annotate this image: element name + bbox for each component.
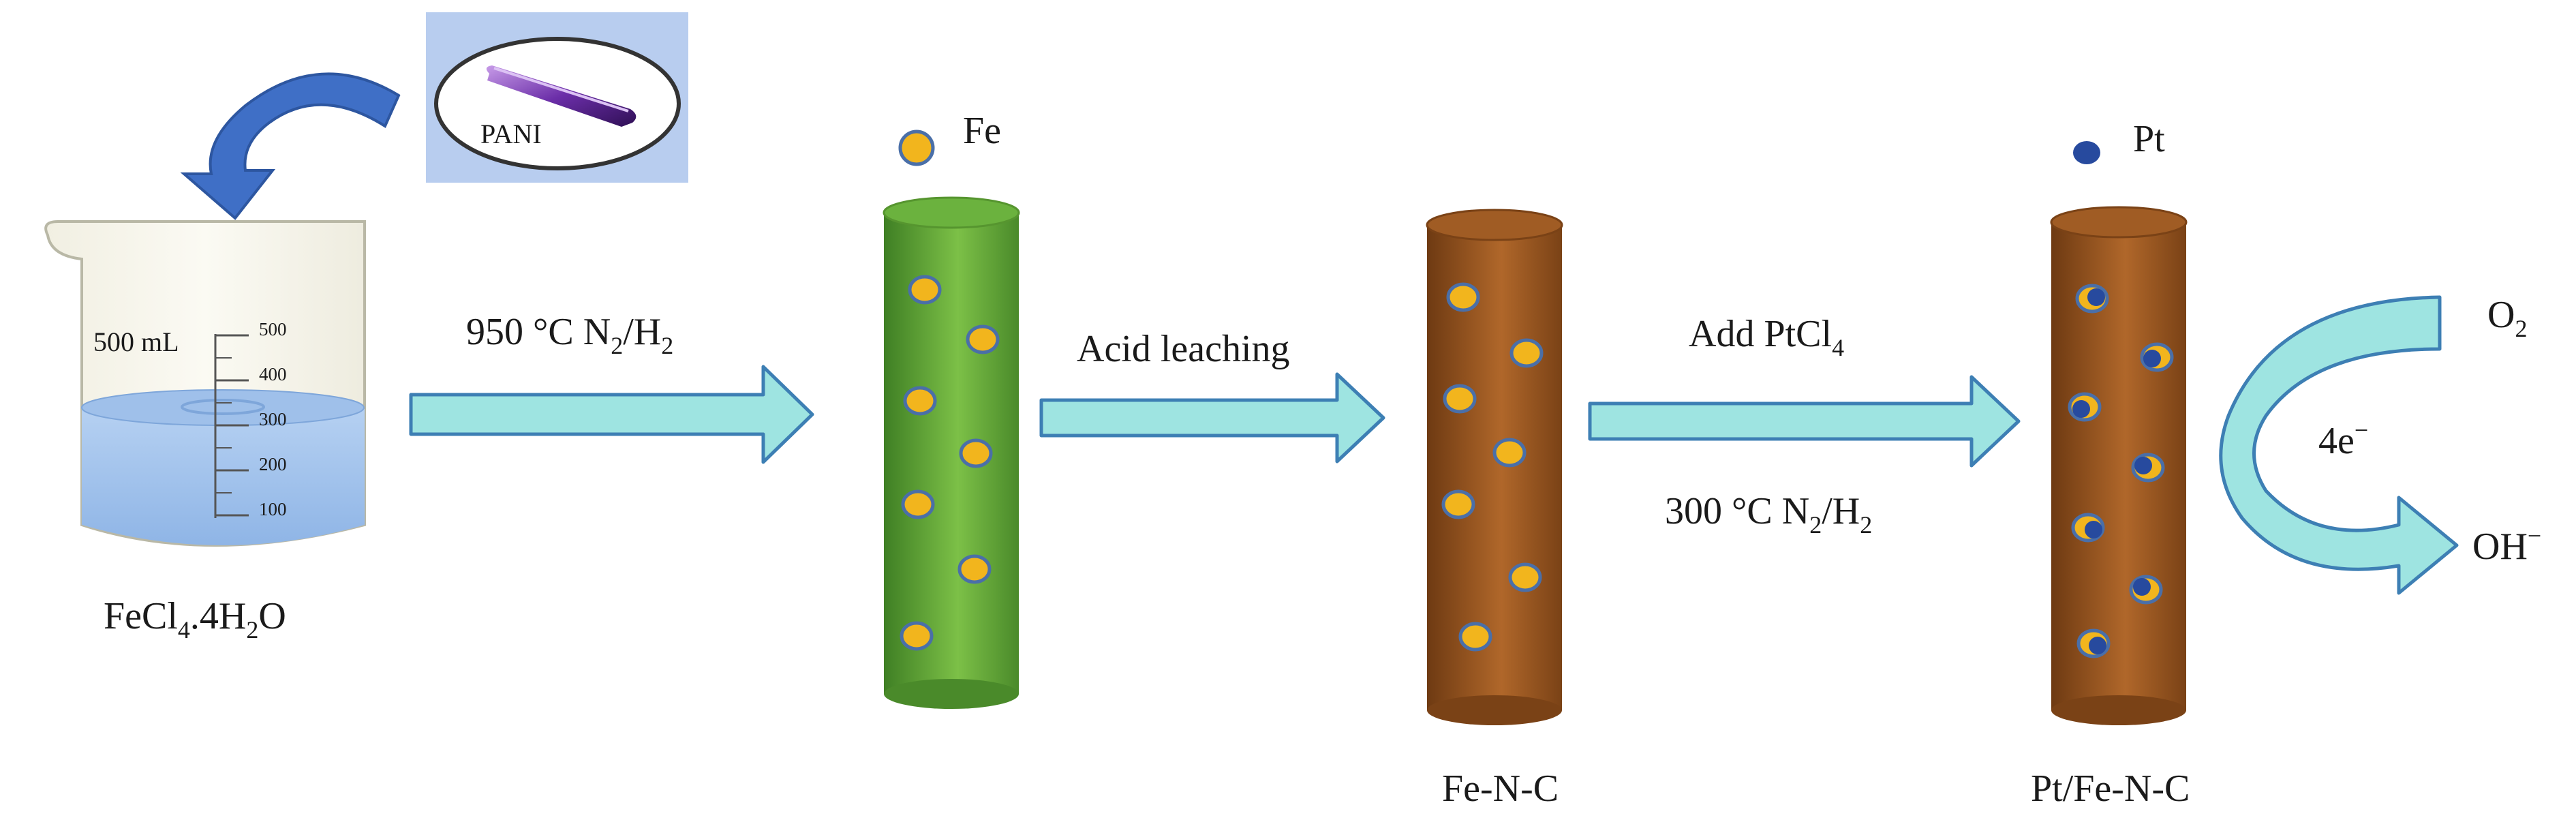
- beaker-volume-label: 500 mL: [93, 327, 179, 357]
- tick-100: 100: [259, 499, 287, 519]
- beaker-formula: FeCl4.4H2O: [104, 595, 286, 643]
- tick-500: 500: [259, 319, 287, 339]
- fe-n-c-label: Fe-N-C: [1442, 768, 1559, 810]
- tick-400: 400: [259, 364, 287, 384]
- fe-particle: [1492, 438, 1527, 468]
- pt-fe-n-c-label: Pt/Fe-N-C: [2031, 768, 2190, 810]
- fe-particle: [957, 554, 992, 584]
- orr-reactant: O2: [2487, 294, 2527, 342]
- orr-product: OH−: [2472, 522, 2541, 568]
- step1-condition: 950 °C N2/H2: [466, 311, 673, 359]
- pt-fe-particle: [2071, 513, 2105, 543]
- fe-n-c-rod-body: [1427, 225, 1562, 710]
- pani-label: PANI: [480, 119, 542, 149]
- fe-particle: [1458, 622, 1492, 652]
- green-rod-bottom: [884, 679, 1019, 709]
- fe-particle: [1509, 338, 1544, 368]
- fe-particle: [959, 438, 993, 468]
- pt-legend-label: Pt: [2133, 118, 2165, 160]
- fe-legend-label: Fe: [963, 110, 1001, 152]
- tick-300: 300: [259, 409, 287, 429]
- fe-particle: [966, 324, 1000, 354]
- pt-fe-particle: [2068, 392, 2102, 422]
- pt-fe-n-c-rod-bottom: [2051, 695, 2186, 725]
- pt-fe-n-c-rod-top: [2050, 206, 2188, 239]
- process-arrow-3: [1588, 375, 2021, 468]
- green-rod-body: [884, 213, 1019, 694]
- fe-particle: [903, 386, 937, 416]
- green-rod: [883, 196, 1020, 709]
- pt-fe-n-c-rod: [2050, 206, 2188, 725]
- pt-fe-particle: [2140, 342, 2174, 372]
- curved-arrow-icon: [180, 72, 401, 220]
- green-rod-top: [883, 196, 1020, 229]
- fe-particle: [1508, 562, 1542, 592]
- fe-particle: [900, 621, 934, 651]
- fe-particle: [1446, 282, 1480, 312]
- fe-legend-particle: [898, 130, 935, 166]
- pt-fe-particle: [2076, 628, 2111, 658]
- fe-n-c-rod: [1426, 209, 1563, 725]
- fe-particle: [901, 489, 935, 519]
- step3-bottom-label: 300 °C N2/H2: [1665, 490, 1872, 538]
- pt-legend-particle: [2073, 141, 2100, 164]
- step2-label: Acid leaching: [1077, 328, 1290, 370]
- fe-n-c-rod-top: [1426, 209, 1563, 241]
- orr-curved-arrow: [2219, 295, 2459, 595]
- step3-top-label: Add PtCl4: [1689, 313, 1844, 361]
- fe-n-c-rod-bottom: [1427, 695, 1562, 725]
- tick-200: 200: [259, 454, 287, 474]
- pani-inset: PANI: [426, 12, 688, 183]
- pt-fe-n-c-rod-body: [2051, 222, 2186, 710]
- pt-fe-particle: [2129, 575, 2163, 605]
- fe-particle: [908, 275, 942, 305]
- process-arrow-2: [1039, 372, 1385, 464]
- pani-rod-icon: [486, 65, 637, 127]
- fe-particle: [1443, 384, 1477, 414]
- process-arrow-1: [409, 365, 814, 464]
- beaker: 500 400 300 200 100 500 mL: [44, 220, 366, 547]
- pt-fe-particle: [2131, 453, 2165, 483]
- pt-fe-particle: [2075, 284, 2109, 314]
- fe-particle: [1441, 489, 1475, 519]
- orr-electrons: 4e−: [2318, 416, 2368, 462]
- liquid-surface: [81, 389, 365, 426]
- liquid-ripple: [181, 399, 265, 415]
